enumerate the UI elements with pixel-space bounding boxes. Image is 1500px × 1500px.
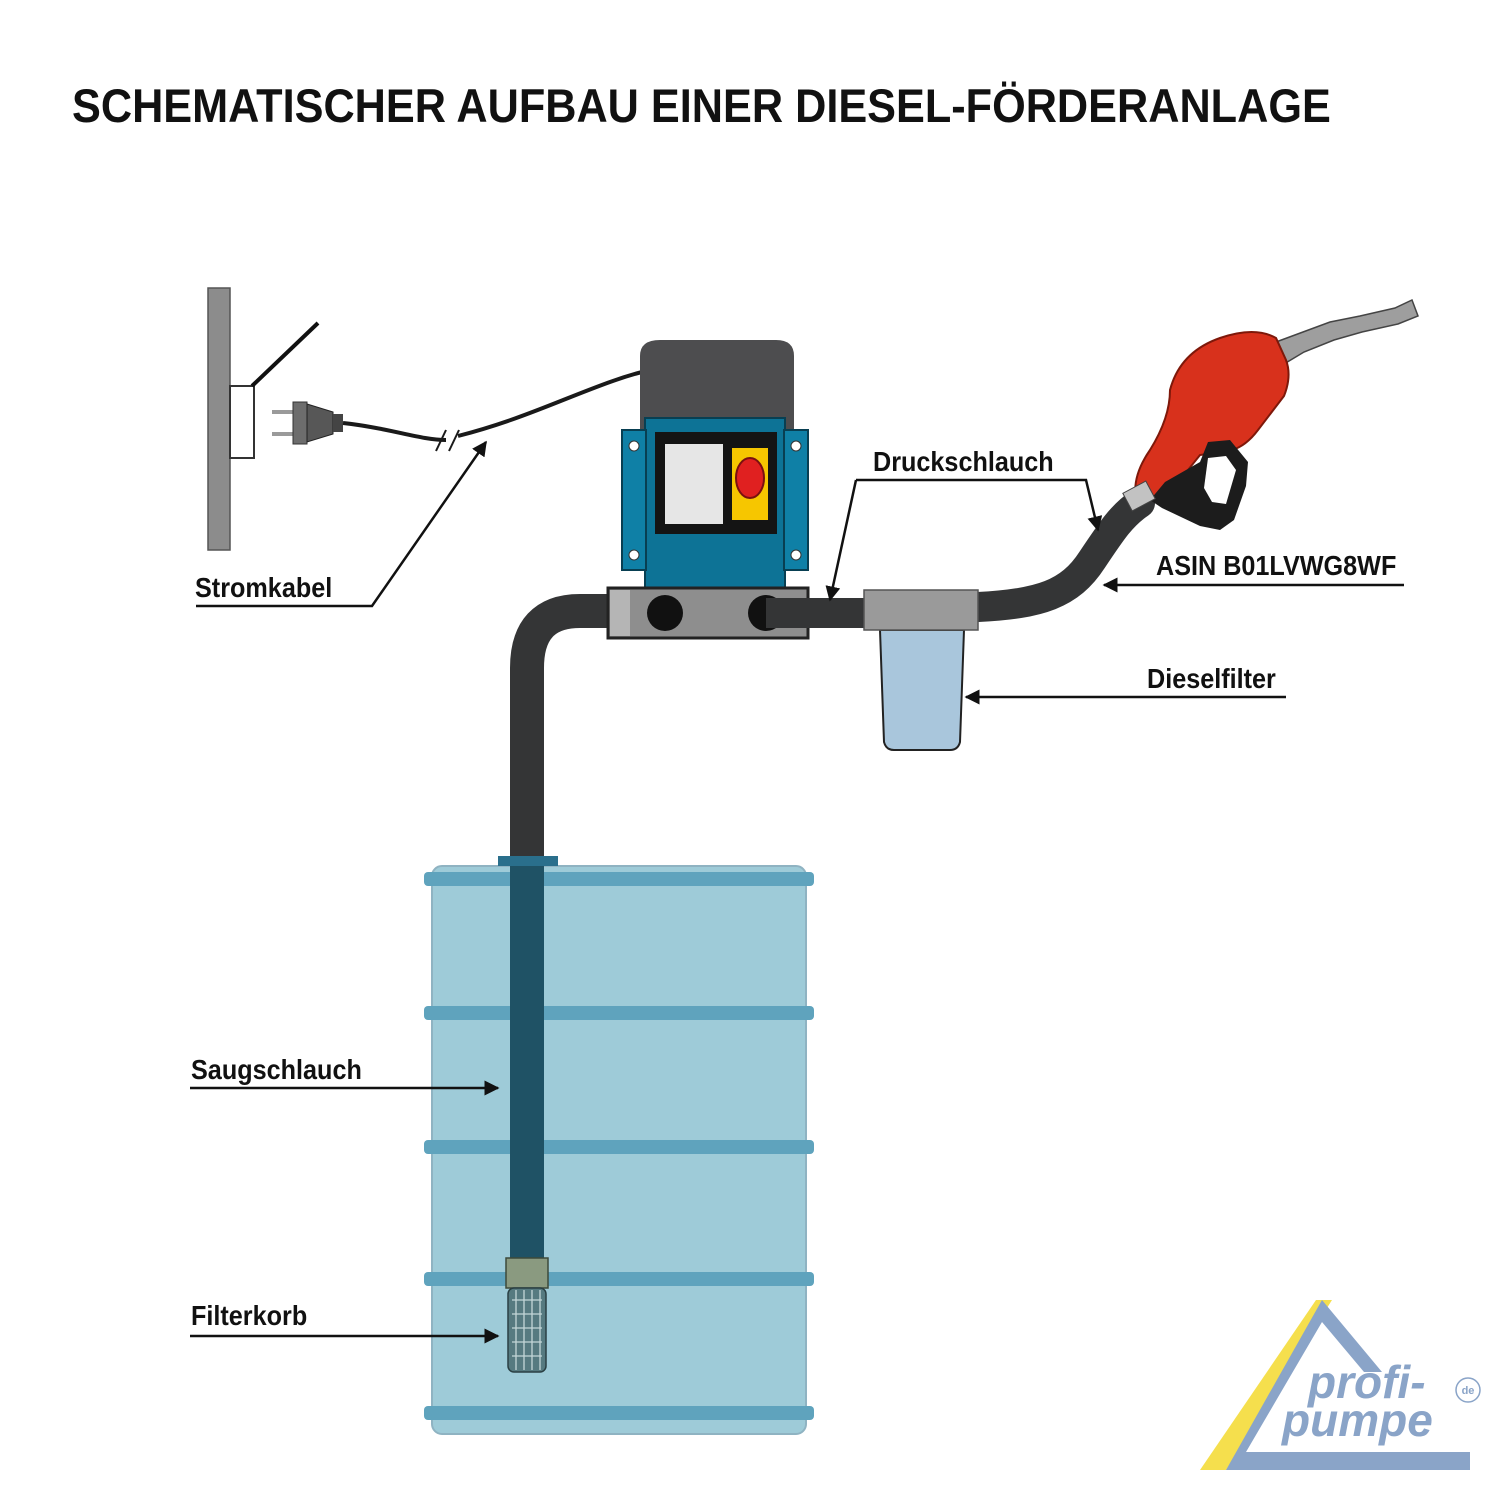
pump-flange-left [621, 429, 647, 571]
label-dieselfilter: Dieselfilter [1147, 663, 1276, 694]
pump [606, 340, 810, 640]
diesel-filter [863, 589, 979, 751]
filter-head [863, 589, 979, 631]
logo-tld: de [1462, 1385, 1475, 1397]
nozzle-body [1134, 331, 1290, 500]
callout-druckschlauch-left [825, 479, 858, 602]
barrel-ring-2 [424, 1006, 814, 1020]
power-plug [272, 401, 343, 445]
barrel-ring-5 [424, 1406, 814, 1420]
label-stromkabel: Stromkabel [195, 572, 333, 603]
barrel-ring-1 [424, 872, 814, 886]
filter-cup [878, 629, 966, 751]
callout-druckschlauch-right [856, 478, 1103, 532]
label-asin: ASIN B01LVWG8WF [1156, 550, 1397, 581]
hose-fitting [505, 1257, 549, 1289]
profi-pumpe-logo: profi- pumpe de [1200, 1300, 1481, 1470]
pump-flange-right [783, 429, 809, 571]
logo-line1: profi- [1306, 1356, 1426, 1408]
diesel-barrel [424, 856, 814, 1435]
wall-socket [207, 287, 320, 551]
barrel-bung [498, 856, 558, 866]
suction-hose-inside [510, 866, 544, 1258]
label-saugschlauch: Saugschlauch [191, 1054, 362, 1085]
logo-line2: pumpe [1280, 1394, 1433, 1446]
logo-triangle-blue [1226, 1300, 1470, 1470]
pressure-hose-outlet [963, 488, 1155, 622]
label-druckschlauch: Druckschlauch [873, 446, 1054, 477]
nozzle-spout [1275, 298, 1419, 366]
pump-inlet-port [647, 595, 683, 631]
power-switch [735, 457, 765, 499]
callout-lines [190, 440, 1404, 1344]
barrel-ring-3 [424, 1140, 814, 1154]
pump-display-plate [665, 444, 723, 524]
barrel-ring-4 [424, 1272, 814, 1286]
fuel-nozzle [1122, 298, 1419, 530]
page-title: SCHEMATISCHER AUFBAU EINER DIESEL-FÖRDER… [72, 79, 1331, 132]
hose-ferrule [1122, 480, 1156, 512]
suction-hose-upper [510, 594, 610, 860]
label-filterkorb: Filterkorb [191, 1300, 308, 1331]
strainer-basket [507, 1287, 547, 1373]
callout-stromkabel [196, 440, 488, 608]
